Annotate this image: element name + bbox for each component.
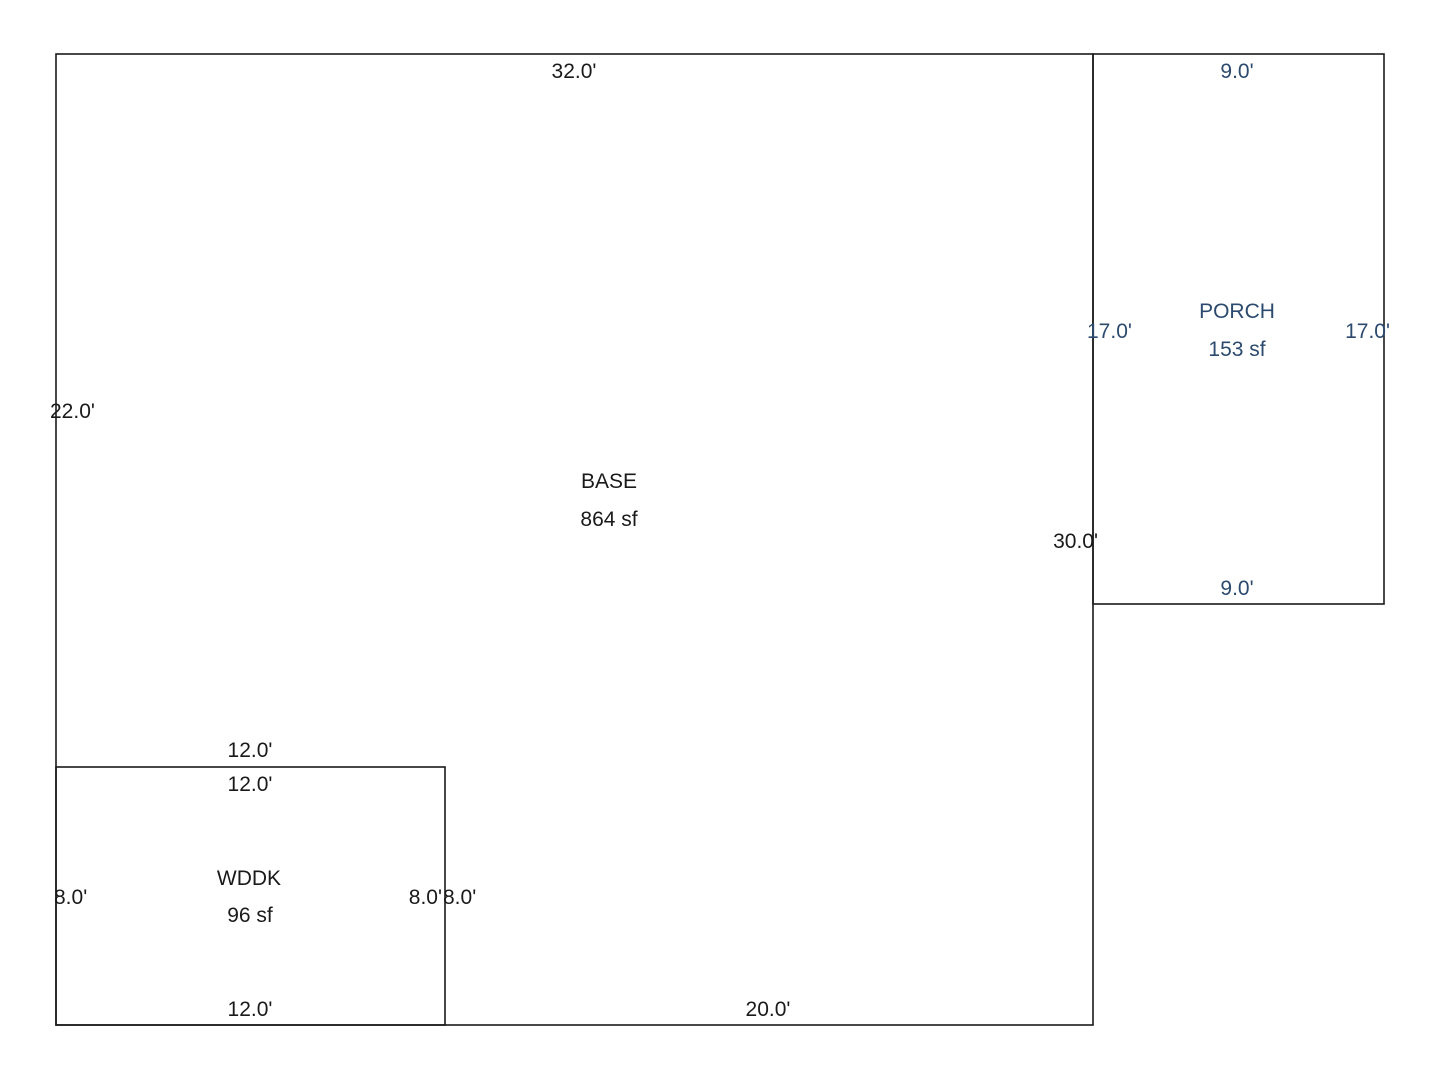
porch-area-label: 153 sf	[1208, 338, 1265, 361]
base-top-dimension: 32.0'	[552, 60, 597, 83]
wddk-left-dimension: 8.0'	[54, 886, 87, 909]
wddk-name-label: WDDK	[217, 867, 281, 890]
porch-outline	[1092, 53, 1385, 605]
wddk-right-dimension: 8.0'	[409, 886, 442, 909]
porch-right-dimension: 17.0'	[1345, 320, 1390, 343]
base-left-dimension: 22.0'	[50, 400, 95, 423]
base-bottom-dimension: 20.0'	[746, 998, 791, 1021]
wddk-area-label: 96 sf	[227, 904, 273, 927]
porch-top-dimension: 9.0'	[1220, 60, 1253, 83]
porch-left-dimension: 17.0'	[1087, 320, 1132, 343]
porch-name-label: PORCH	[1199, 300, 1275, 323]
base-name-label: BASE	[581, 470, 637, 493]
base-outline	[55, 53, 1094, 1026]
wddk-bottom-dimension: 12.0'	[228, 998, 273, 1021]
wddk-outline	[55, 766, 446, 1026]
base-right-dimension: 30.0'	[1053, 530, 1098, 553]
wddk-top-dimension: 12.0'	[228, 773, 273, 796]
base-area-label: 864 sf	[580, 508, 637, 531]
porch-bottom-dimension: 9.0'	[1220, 577, 1253, 600]
base-notch-top-dimension: 12.0'	[228, 739, 273, 762]
base-notch-side-dimension: 8.0'	[443, 886, 476, 909]
